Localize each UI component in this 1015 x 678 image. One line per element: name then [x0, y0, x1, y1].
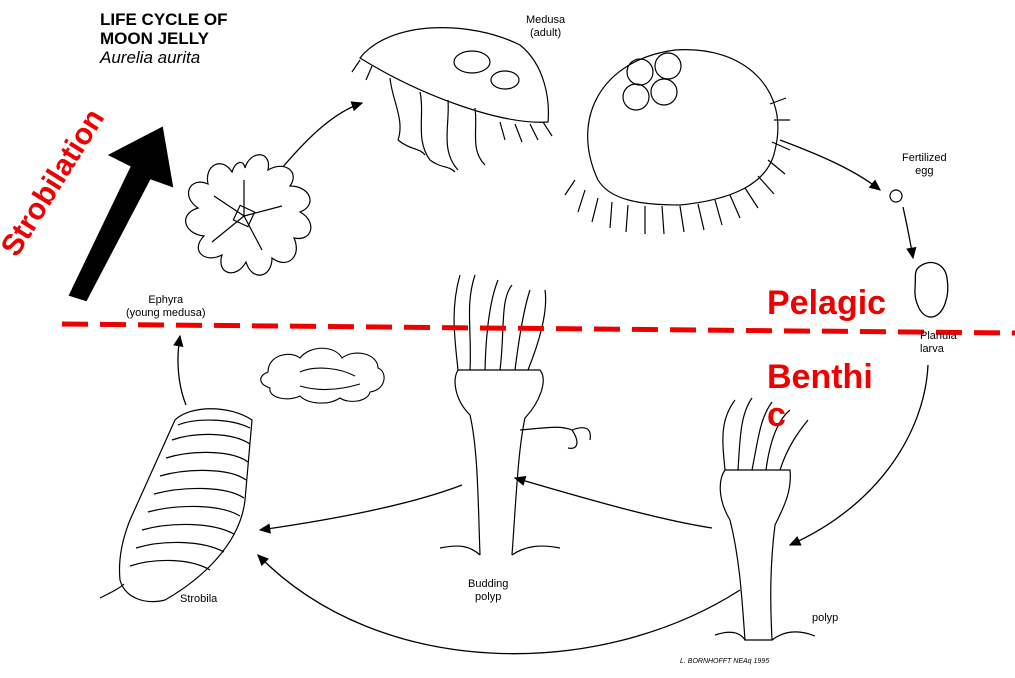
label-ephyra: Ephyra(young medusa)	[126, 294, 206, 319]
scientific-name: Aurelia aurita	[100, 48, 228, 67]
ephyra-icon	[186, 155, 311, 275]
label-polyp: polyp	[812, 612, 838, 625]
arrow-polyp-to-strobila	[258, 555, 740, 654]
ephyra-small-icon	[261, 348, 384, 403]
title-line-1: LIFE CYCLE OF	[100, 10, 228, 29]
polyp-icon	[715, 398, 815, 640]
arrow-ephyra-to-medusa	[282, 103, 362, 168]
arrow-medusa-to-egg	[780, 140, 880, 190]
pelagic-label: Pelagic	[767, 284, 886, 323]
label-strobila: Strobila	[180, 593, 217, 606]
planula-icon	[915, 263, 948, 317]
title-line-2: MOON JELLY	[100, 29, 209, 48]
medusa-side-icon	[352, 28, 552, 172]
label-medusa: Medusa(adult)	[526, 14, 565, 39]
diagram-title: LIFE CYCLE OF MOON JELLY Aurelia aurita	[100, 10, 228, 67]
arrow-egg-to-planula	[903, 207, 913, 258]
egg-icon	[890, 190, 902, 202]
arrow-polyp-to-budding	[515, 478, 712, 528]
pelagic-benthic-divider	[62, 324, 1015, 333]
medusa-top-icon	[565, 50, 790, 234]
illustration-credit: L. BORNHOFFT NEAq 1995	[680, 658, 769, 666]
strobila-icon	[100, 409, 252, 602]
arrow-budding-to-strobila	[260, 485, 462, 530]
arrow-strobila-to-ephyra	[178, 336, 186, 405]
budding-polyp-icon	[440, 275, 590, 555]
